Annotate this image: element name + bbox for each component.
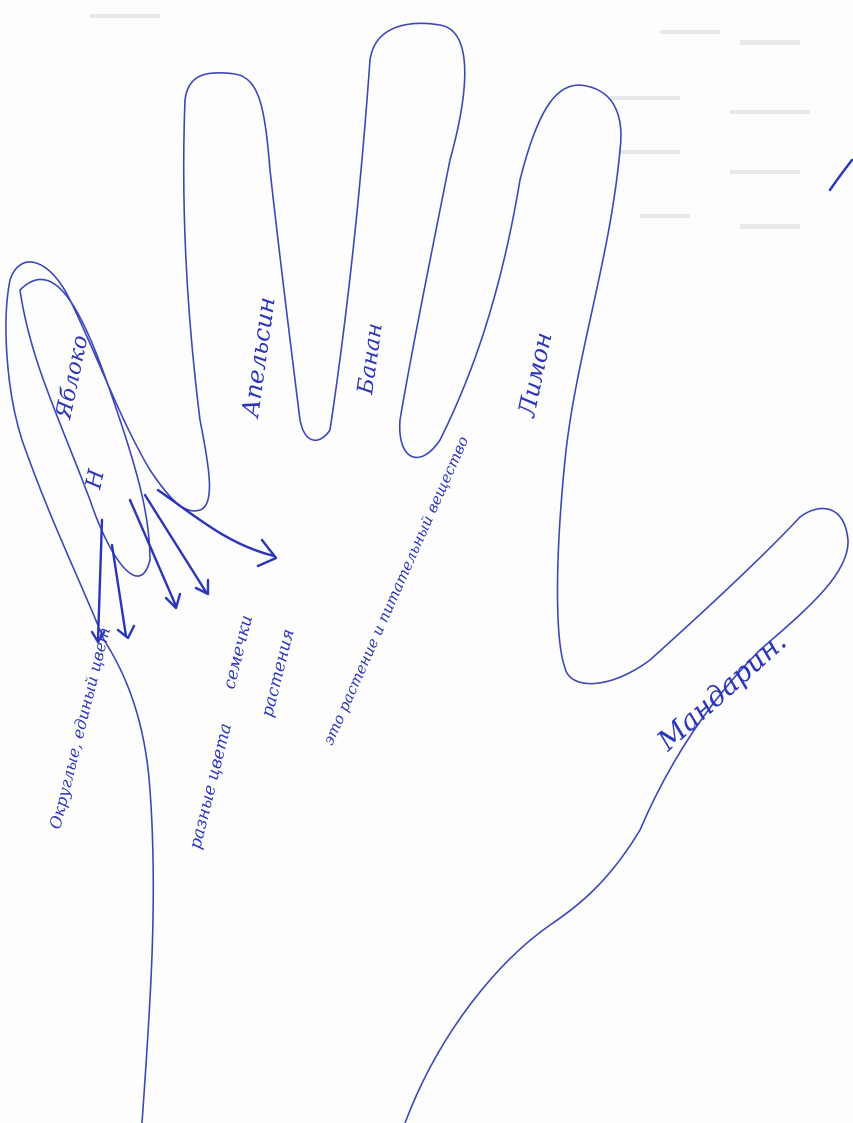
arrow-1: [98, 520, 102, 640]
note-3: семечки: [219, 613, 257, 691]
pen-mark: [830, 160, 852, 190]
middle-finger-label: Банан: [353, 322, 388, 397]
handwritten-notes: Округлые, единый цвет разные цвета семеч…: [45, 434, 472, 852]
arrow-2: [112, 545, 126, 636]
note-5: это растение и питательный вещество: [319, 434, 472, 748]
thumb-label: Яблоко: [51, 333, 93, 422]
hand-outline: [6, 23, 848, 1123]
ring-finger-label: Лимон: [512, 330, 557, 421]
arrow-4: [145, 495, 206, 592]
thumb-loop: [20, 279, 150, 576]
note-4: растения: [257, 627, 298, 719]
note-2: разные цвета: [185, 721, 236, 851]
arrow-5: [158, 490, 274, 556]
note-1: Округлые, единый цвет: [45, 625, 114, 831]
pinky-finger-label: Мандарин.: [650, 625, 793, 758]
paper-texture: [90, 14, 810, 229]
index-finger-label: Апельсин: [236, 295, 281, 421]
arrow-3: [130, 500, 176, 606]
